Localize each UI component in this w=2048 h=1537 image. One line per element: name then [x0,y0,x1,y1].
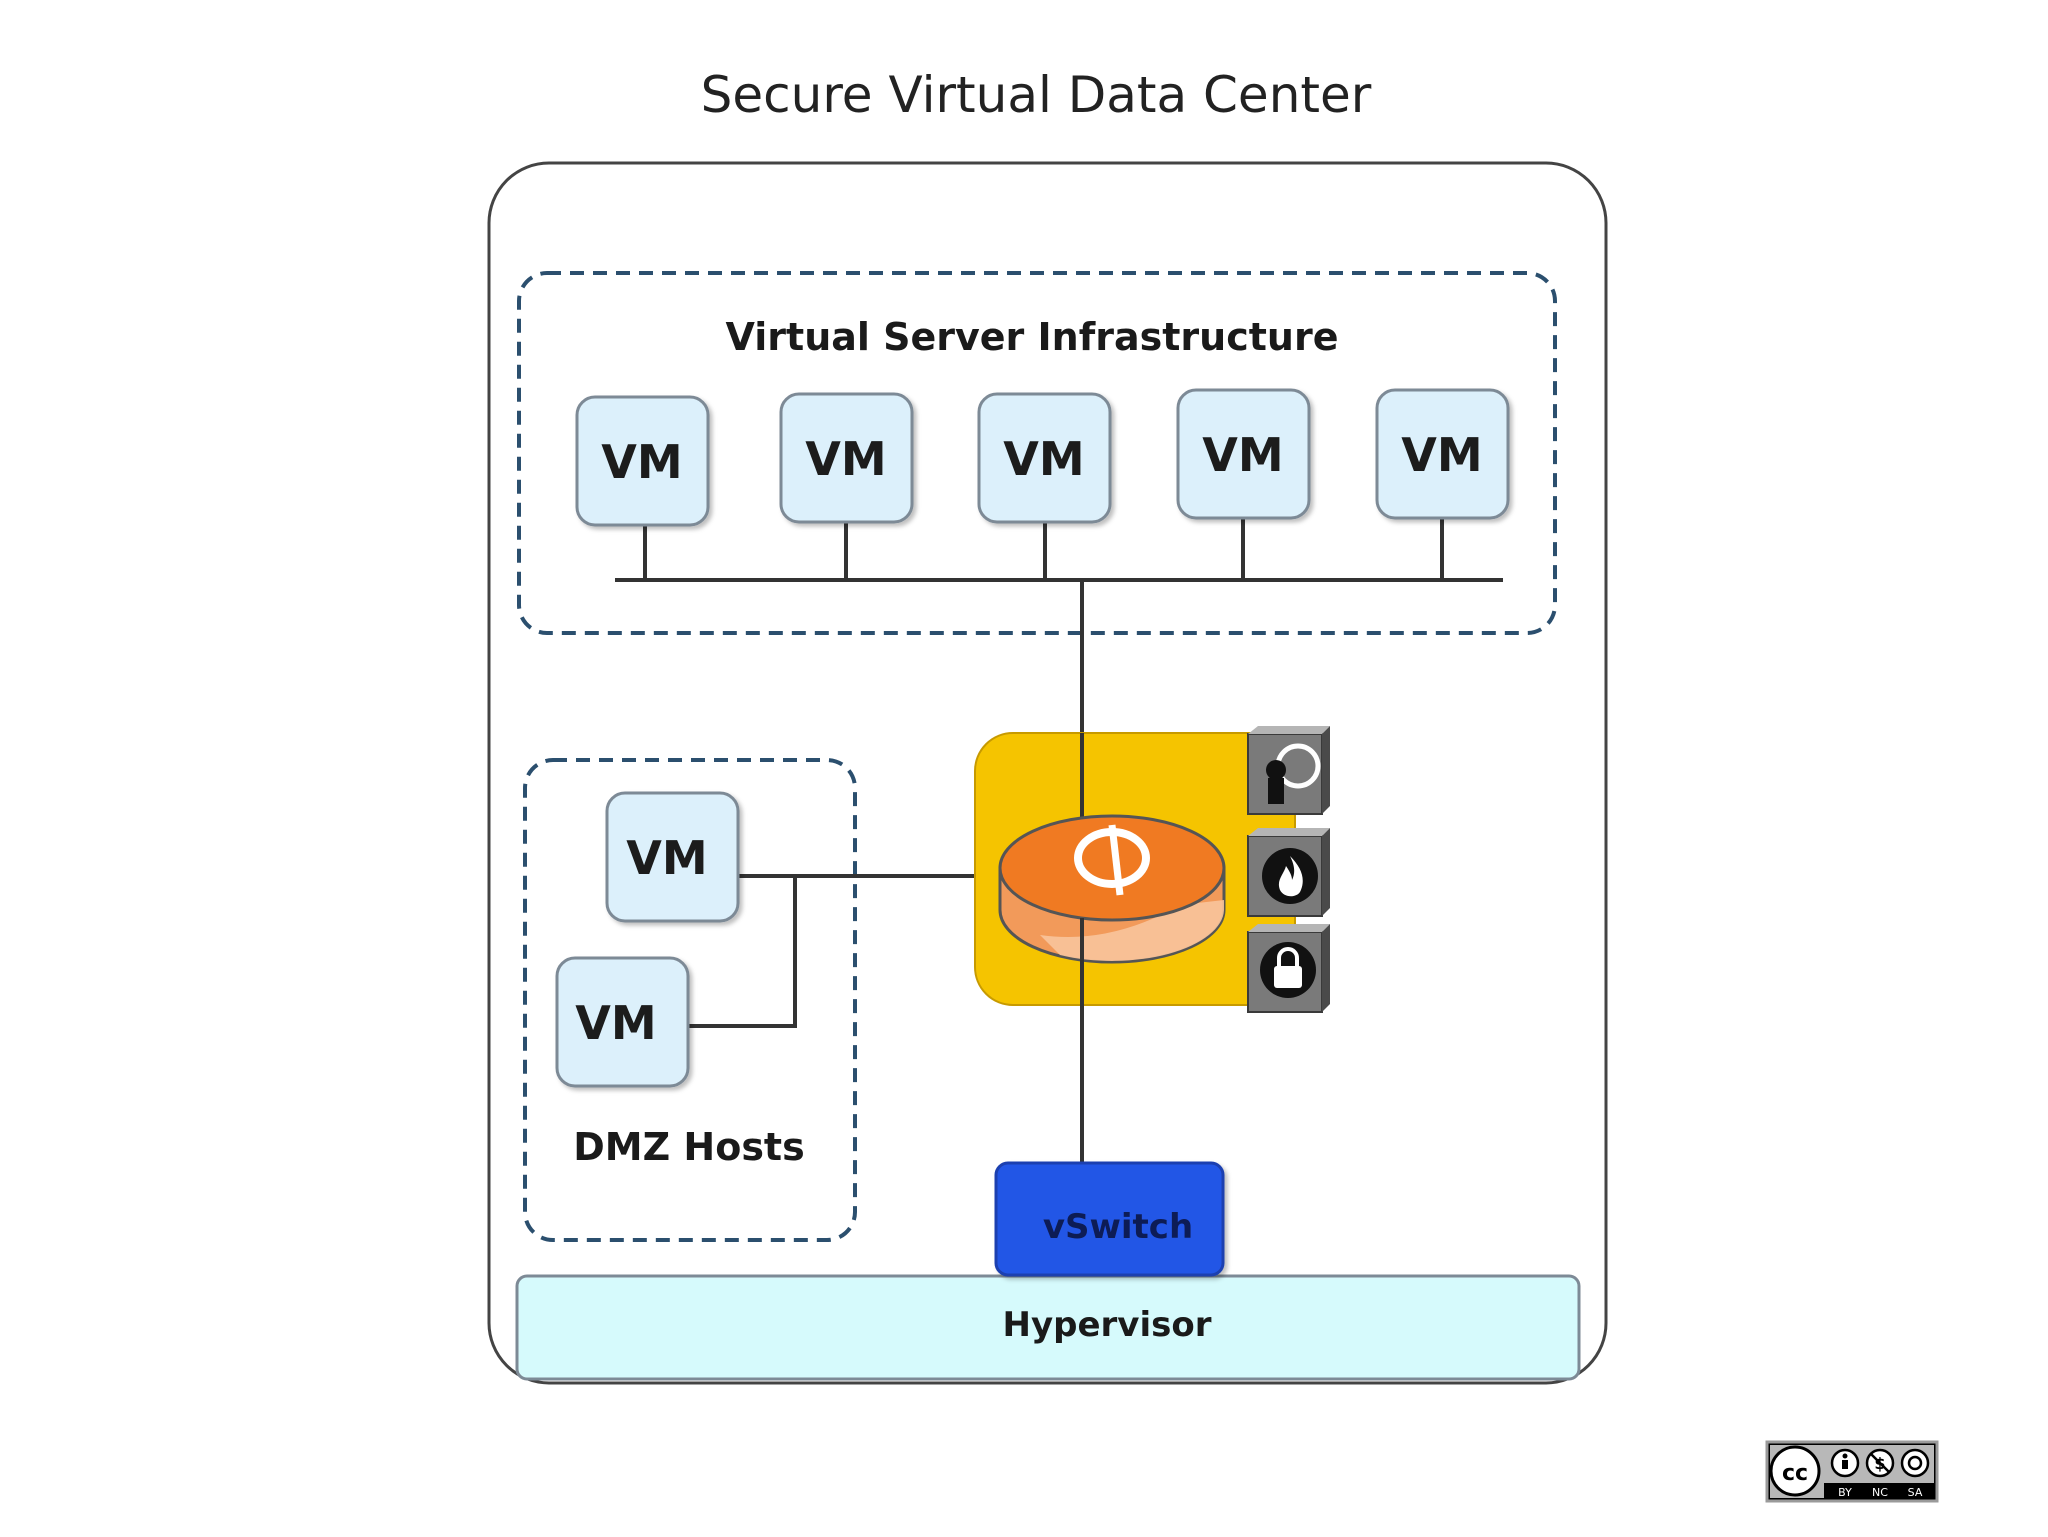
hypervisor-label: Hypervisor [1003,1305,1212,1345]
by-icon [1830,1448,1860,1478]
diagram-title: Secure Virtual Data Center [701,66,1372,124]
vm-node[interactable]: VM [555,956,690,1088]
dmz-hosts-group [523,758,857,1242]
vm-node[interactable]: VM [977,392,1112,524]
nc-icon: $ [1865,1448,1895,1478]
sa-icon [1900,1448,1930,1478]
license-term-sa: SA [1908,1486,1923,1499]
dmz-hosts-label: DMZ Hosts [573,1125,804,1169]
vm-node[interactable]: VM [575,395,710,527]
intrusion-detection-icon [1247,726,1330,815]
vm-label: VM [1401,428,1482,482]
svg-text:cc: cc [1782,1461,1808,1486]
router-icon [998,814,1226,964]
virtual-server-infrastructure-label: Virtual Server Infrastructure [726,315,1339,359]
vm-node[interactable]: VM [779,392,914,524]
vm-label: VM [1202,428,1283,482]
cc-icon [1769,1445,1821,1497]
vm-label: VM [626,831,707,885]
license-term-nc: NC [1872,1486,1888,1499]
vm-node[interactable]: VM [1375,388,1510,520]
vm-bus [615,518,1503,855]
firewall-icon [1247,828,1330,917]
vm-label: VM [1003,432,1084,486]
security-appliance[interactable] [974,732,1296,1170]
license-term-by: BY [1838,1486,1852,1499]
vswitch-label: vSwitch [1043,1207,1193,1247]
vm-node[interactable]: VM [1176,388,1311,520]
vm-label: VM [805,432,886,486]
virtual-server-infrastructure-group [517,271,1557,635]
vm-label: VM [575,996,656,1050]
lock-icon [1247,924,1330,1013]
creative-commons-license-badge[interactable]: cc $ BY NC SA [1765,1440,1939,1503]
hypervisor[interactable]: Hypervisor [515,1274,1581,1381]
vswitch[interactable]: vSwitch [994,1161,1225,1277]
vm-node[interactable]: VM [605,791,740,923]
dmz-links [688,874,1000,1028]
vm-label: VM [601,435,682,489]
